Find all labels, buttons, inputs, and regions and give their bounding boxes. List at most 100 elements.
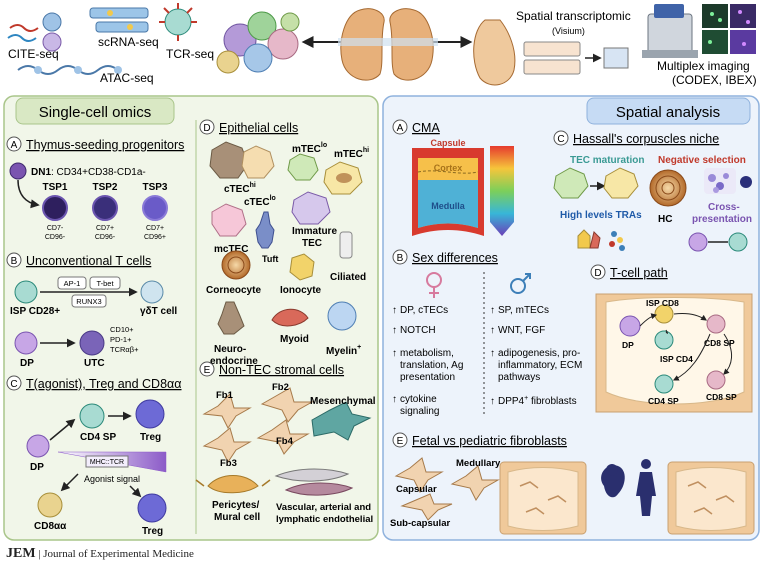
cma-boundary	[417, 170, 479, 174]
female-arrow-4: ↑	[392, 394, 397, 405]
tsp1-m2: CD96-	[45, 234, 66, 241]
fetal-tissue-icon	[499, 461, 587, 535]
child-icon	[636, 459, 656, 516]
tcr-seq-icon	[159, 3, 197, 41]
mhc-label: MHC::TCR	[90, 459, 124, 466]
fb4-label: Fb4	[276, 436, 294, 447]
single-cell-title-box	[15, 97, 175, 125]
tsp3-m1: CD7+	[146, 225, 164, 232]
female-item-3b: translation, Ag	[400, 360, 463, 371]
atac-seq-icon	[17, 65, 122, 75]
isp-cd28-label: ISP CD28+	[10, 306, 60, 317]
tissue-slice-icon	[473, 19, 516, 86]
immature-tec-cell	[291, 191, 331, 225]
male-list: ↑ SP, mTECs ↑ WNT, FGF ↑ adipogenesis, p…	[490, 305, 582, 407]
ap1-label: AP-1	[64, 279, 81, 288]
dp-cell-d	[619, 315, 641, 337]
hc-ring-1	[655, 175, 681, 201]
treg-cell-2	[137, 493, 167, 523]
utc-marker-2: PD-1+	[110, 335, 132, 344]
letter-A: A	[11, 140, 18, 151]
hassalls-section: C Hassall's corpuscles niche TEC maturat…	[553, 130, 752, 252]
mctec-cell	[211, 203, 247, 237]
isp-cd8-label: ISP CD8	[646, 298, 679, 308]
treg-cell-1	[135, 399, 165, 429]
method-cite-seq: CITE-seq	[8, 47, 59, 61]
neuro-label-1: Neuro-	[214, 344, 246, 355]
neuroendocrine-cell	[217, 301, 245, 335]
mtec-lo-cell	[287, 153, 319, 181]
male-item-2: WNT, FGF	[498, 325, 545, 336]
cd8sp-label-2: CD8 SP	[706, 392, 737, 402]
tsp1-label: TSP1	[42, 182, 67, 193]
journal-footer: JEM | Journal of Experimental Medicine	[6, 546, 194, 562]
pericytes-label-2: Mural cell	[214, 512, 260, 523]
letter-E: E	[204, 365, 211, 376]
cd8aa-cell	[37, 492, 63, 518]
journal-name: Journal of Experimental Medicine	[43, 548, 194, 560]
letter-badge-rD	[590, 264, 606, 280]
isp-cd8-to-cd8sp-arrow	[673, 313, 707, 321]
corneocyte-label: Corneocyte	[206, 285, 261, 296]
utc-cell	[79, 330, 105, 356]
mesenchymal-cell	[311, 401, 372, 441]
female-item-2: NOTCH	[400, 325, 436, 336]
sex-differences-section: B Sex differences ↑ DP, cTECs ↑ NOTCH ↑ …	[392, 249, 582, 417]
stromal-section: E Non-TEC stromal cells Fb1 Fb2 Fb3 Fb4 …	[195, 361, 376, 525]
cd8sp-to-cd4sp-arrow	[672, 333, 711, 381]
agonist-signal-label: Agonist signal	[84, 474, 140, 484]
cross-label-1: Cross-	[708, 202, 740, 213]
tbet-box	[89, 276, 121, 290]
to-treg2-arrow	[129, 485, 142, 498]
female-arrow-2: ↑	[392, 325, 397, 336]
isp-cd28-cell	[14, 280, 38, 304]
agonist-section: C T(agonist), Treg and CD8αα DP CD4 SP T…	[6, 375, 182, 537]
stromal-title: Non-TEC stromal cells	[219, 363, 344, 377]
capsular-label: Capsular	[396, 484, 437, 495]
female-arrow-1: ↑	[392, 305, 397, 316]
male-symbol-icon	[510, 273, 531, 294]
spatial-label: Spatial transcriptomic	[516, 9, 631, 23]
corneocyte-ring	[227, 256, 245, 274]
cd8sp-cell-1	[706, 314, 726, 334]
dp-to-isp-cd8-arrow	[639, 313, 658, 327]
visium-slide-icon-2	[523, 59, 581, 75]
vasc-label-2: lymphatic endothelial	[276, 514, 373, 525]
fb1-label: Fb1	[216, 390, 234, 401]
fb3-label: Fb3	[220, 458, 237, 469]
tsp2-cell	[92, 195, 118, 221]
isp-cd4-cell	[654, 330, 674, 350]
runx3-label: RUNX3	[76, 297, 101, 306]
ciliated-cell	[339, 231, 353, 259]
journal-separator: |	[38, 548, 44, 560]
pericyte-processes	[195, 479, 271, 487]
to-cd8aa-arrow	[60, 473, 79, 492]
cma-section: A CMA Capsule Cortex Medulla	[392, 119, 514, 236]
spatial-panel: Spatial analysis A CMA Capsule Cortex Me…	[382, 95, 760, 541]
imaging-label: Multiplex imaging	[657, 59, 750, 73]
tuft-cell	[255, 211, 275, 249]
letter-C: C	[10, 379, 17, 390]
neuro-label-2: endocrine	[210, 356, 258, 367]
mtec-hi-nucleus	[336, 173, 352, 183]
male-item-1: SP, mTECs	[498, 305, 549, 316]
letter-rD: D	[594, 268, 601, 279]
gdt-label: γδT cell	[140, 306, 177, 317]
female-item-4b: signaling	[400, 406, 439, 417]
letter-rE: E	[397, 436, 404, 447]
fetus-icon	[601, 464, 625, 498]
cite-seq-icon	[7, 12, 62, 52]
ionocyte-label: Ionocyte	[280, 285, 322, 296]
ctec-hi-cell	[209, 141, 249, 179]
female-symbol-icon	[426, 272, 442, 298]
letter-badge-A	[6, 136, 22, 152]
tsp2-m2: CD96-	[95, 234, 116, 241]
female-item-1: DP, cTECs	[400, 305, 448, 316]
mesenchymal-label: Mesenchymal	[310, 396, 376, 407]
pediatric-tissue-icon	[667, 461, 755, 535]
spatial-sub: (Visium)	[552, 26, 585, 36]
cortex-label: Cortex	[434, 163, 463, 173]
letter-badge-rA	[392, 119, 408, 135]
tcell-path-section: D T-cell path DP ISP CD8 ISP CD4 CD8 SP …	[590, 264, 753, 413]
letter-badge-rC	[553, 130, 569, 146]
